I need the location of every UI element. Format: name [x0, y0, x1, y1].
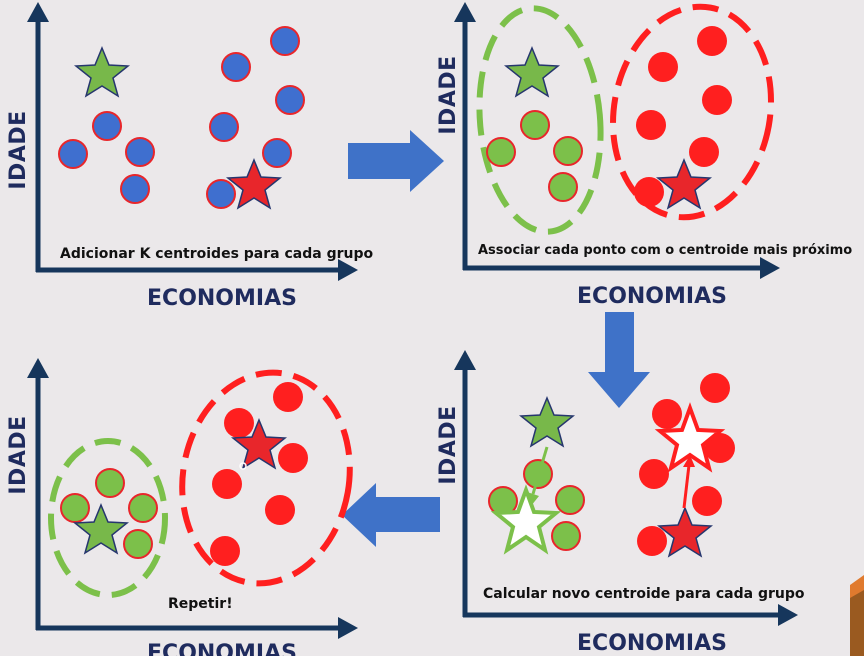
panel-assign: IDADE ECONOMIAS Associar cada ponto com …: [436, 2, 852, 309]
y-axis: [27, 358, 49, 630]
centroid-star-green: [72, 503, 130, 555]
y-axis-label: IDADE: [436, 405, 461, 484]
flow-arrow-left: [342, 483, 440, 547]
data-point: [278, 443, 308, 473]
data-point: [212, 469, 242, 499]
data-point: [210, 536, 240, 566]
corner-icon: [850, 575, 864, 656]
y-axis-label: IDADE: [6, 110, 31, 189]
old-centroid-star-green: [518, 396, 576, 448]
x-axis-label: ECONOMIAS: [147, 286, 297, 311]
data-point: [700, 373, 730, 403]
data-point: [120, 174, 150, 204]
data-point: [637, 526, 667, 556]
y-axis-label: IDADE: [436, 55, 461, 134]
panel-repeat: IDADE ECONOMIAS Repetir!: [6, 358, 358, 656]
data-point: [209, 112, 239, 142]
panel-initialize: IDADE ECONOMIAS Adicionar K centroides p…: [6, 2, 373, 311]
panel-caption: Repetir!: [168, 596, 233, 612]
data-point: [548, 172, 578, 202]
new-centroid-star-green: [490, 484, 562, 555]
data-point: [123, 529, 153, 559]
data-point: [634, 177, 664, 207]
x-axis: [463, 604, 798, 626]
y-axis-label: IDADE: [6, 415, 31, 494]
x-axis-label: ECONOMIAS: [147, 641, 297, 656]
data-point: [60, 493, 90, 523]
data-point: [224, 408, 254, 438]
panel-caption: Associar cada ponto com o centroide mais…: [478, 243, 852, 258]
centroid-move-arrow-red: [682, 455, 695, 509]
flow-arrow-down: [588, 312, 650, 408]
data-point: [555, 485, 585, 515]
data-point: [95, 468, 125, 498]
centroid-star-red: [655, 158, 713, 210]
data-point: [262, 138, 292, 168]
data-point: [221, 52, 251, 82]
cursor-marker: [239, 462, 247, 470]
x-axis: [36, 259, 358, 281]
centroid-move-arrow-green: [527, 446, 549, 506]
data-point: [702, 85, 732, 115]
data-point: [639, 459, 669, 489]
data-point: [206, 179, 236, 209]
x-axis: [463, 257, 780, 279]
y-axis: [454, 350, 476, 617]
y-axis: [27, 2, 49, 272]
cluster-boundary-green: [476, 5, 604, 235]
data-point: [520, 110, 550, 140]
data-point: [265, 495, 295, 525]
x-axis: [36, 617, 358, 639]
data-point: [689, 137, 719, 167]
data-point: [551, 521, 581, 551]
data-point: [128, 493, 158, 523]
flow-arrow-right: [348, 130, 444, 192]
centroid-star-green: [73, 46, 131, 98]
old-centroid-star-red: [656, 506, 714, 558]
centroid-star-green: [503, 46, 561, 98]
data-point: [486, 137, 516, 167]
cluster-boundary-red: [179, 369, 353, 587]
data-point: [697, 26, 727, 56]
panel-caption: Adicionar K centroides para cada grupo: [60, 246, 373, 262]
data-point: [553, 136, 583, 166]
cluster-boundary-red: [610, 3, 774, 221]
data-point: [273, 382, 303, 412]
data-point: [125, 137, 155, 167]
data-point: [652, 399, 682, 429]
panel-update: IDADE ECONOMIAS Calcular novo centroide …: [436, 350, 805, 656]
x-axis-label: ECONOMIAS: [577, 631, 727, 656]
centroid-star-red: [230, 418, 288, 470]
panel-caption: Calcular novo centroide para cada grupo: [483, 586, 805, 602]
x-axis-label: ECONOMIAS: [577, 284, 727, 309]
data-point: [92, 111, 122, 141]
data-point: [648, 52, 678, 82]
data-point: [705, 433, 735, 463]
data-point: [275, 85, 305, 115]
cluster-boundary-green: [48, 438, 168, 598]
data-point: [270, 26, 300, 56]
centroid-star-red: [225, 158, 283, 210]
data-point: [692, 486, 722, 516]
data-point: [58, 139, 88, 169]
y-axis: [454, 2, 476, 270]
data-point: [636, 110, 666, 140]
